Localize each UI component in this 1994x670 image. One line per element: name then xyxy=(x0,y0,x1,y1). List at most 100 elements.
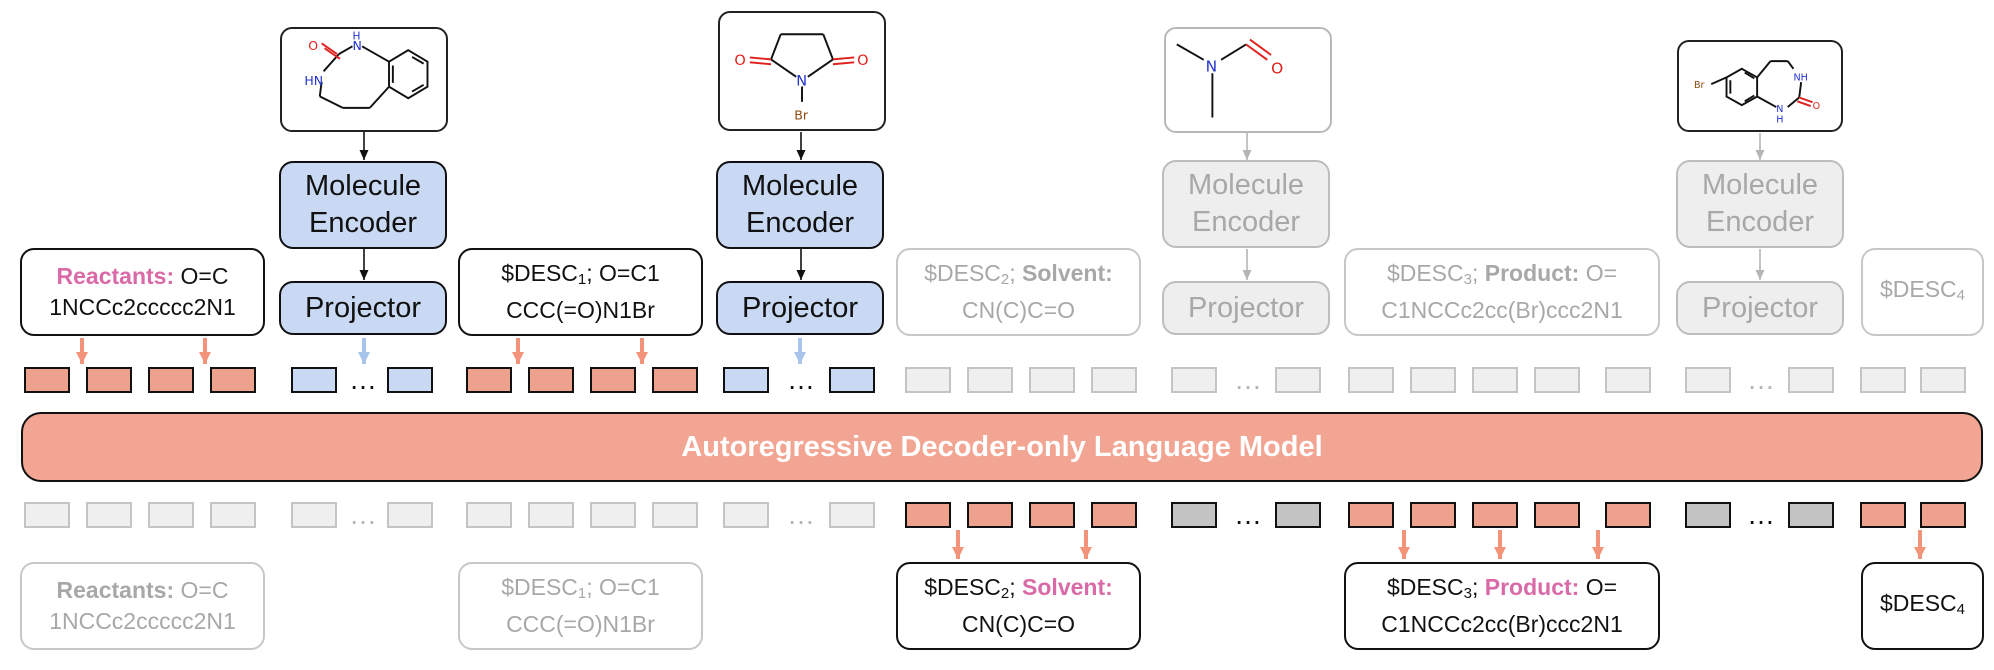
output-token xyxy=(1348,502,1394,528)
atom-label: Br xyxy=(794,107,809,122)
input-token xyxy=(1275,367,1321,393)
output-token xyxy=(1920,502,1966,528)
projector-4: Projector xyxy=(1676,281,1844,335)
input-token xyxy=(24,367,70,393)
input-token xyxy=(967,367,1013,393)
molecule-image-bromo-benzodiazepinone: Br NH N H O xyxy=(1677,40,1843,132)
atom-label: N xyxy=(796,74,807,90)
output-token xyxy=(148,502,194,528)
output-token xyxy=(1410,502,1456,528)
language-model-bar: Autoregressive Decoder-only Language Mod… xyxy=(21,412,1983,482)
input-token xyxy=(1920,367,1966,393)
input-text-desc4: $DESC4 xyxy=(1861,248,1984,336)
ellipsis: … xyxy=(1747,364,1775,395)
output-token xyxy=(1275,502,1321,528)
molecule-encoder-1: Molecule Encoder xyxy=(279,161,447,249)
output-token xyxy=(1860,502,1906,528)
output-token xyxy=(590,502,636,528)
input-token xyxy=(1534,367,1580,393)
output-token xyxy=(1171,502,1217,528)
input-token xyxy=(528,367,574,393)
output-token xyxy=(24,502,70,528)
ellipsis: … xyxy=(787,499,815,530)
output-token xyxy=(291,502,337,528)
input-token xyxy=(652,367,698,393)
output-text-desc2-solvent: $DESC2; Solvent:CN(C)C=O xyxy=(896,562,1141,650)
input-token xyxy=(210,367,256,393)
input-token xyxy=(1685,367,1731,393)
molecule-encoder-2: Molecule Encoder xyxy=(716,161,884,249)
molecule-image-n-bromosuccinimide: O O N Br xyxy=(718,11,886,131)
input-token xyxy=(905,367,951,393)
molecule-encoder-4: Molecule Encoder xyxy=(1676,160,1844,248)
ellipsis: … xyxy=(1234,364,1262,395)
projector-1: Projector xyxy=(279,281,447,335)
input-token xyxy=(148,367,194,393)
input-token xyxy=(466,367,512,393)
output-token xyxy=(1029,502,1075,528)
output-token xyxy=(829,502,875,528)
input-token xyxy=(1410,367,1456,393)
output-token xyxy=(652,502,698,528)
benzodiazepinone-structure: O N H HN xyxy=(304,31,429,109)
output-token xyxy=(905,502,951,528)
ellipsis: … xyxy=(349,499,377,530)
molecule-image-dimethylformamide: N O xyxy=(1164,27,1332,133)
ellipsis: … xyxy=(1747,499,1775,530)
output-token xyxy=(1685,502,1731,528)
input-token xyxy=(86,367,132,393)
atom-label: N xyxy=(1206,57,1218,75)
n-bromosuccinimide-structure: O O N Br xyxy=(734,33,869,122)
atom-label: NH xyxy=(1793,72,1807,83)
atom-label: O xyxy=(1271,59,1283,77)
atom-label: O xyxy=(734,53,745,69)
projector-2: Projector xyxy=(716,281,884,335)
atom-label: N xyxy=(352,38,361,53)
bromo-benzodiazepinone-structure: Br NH N H O xyxy=(1694,60,1821,125)
input-token xyxy=(387,367,433,393)
atom-label: O xyxy=(308,38,318,53)
input-token xyxy=(1860,367,1906,393)
atom-label: HN xyxy=(304,73,323,88)
input-token xyxy=(1472,367,1518,393)
input-token xyxy=(1348,367,1394,393)
input-token xyxy=(1605,367,1651,393)
atom-label: H xyxy=(352,31,360,43)
output-token xyxy=(528,502,574,528)
output-text-desc4: $DESC4 xyxy=(1861,562,1984,650)
output-token xyxy=(1091,502,1137,528)
dimethylformamide-structure: N O xyxy=(1176,38,1283,118)
output-token xyxy=(1788,502,1834,528)
input-token xyxy=(1091,367,1137,393)
atom-label: Br xyxy=(1694,80,1705,91)
input-token xyxy=(829,367,875,393)
output-token xyxy=(1605,502,1651,528)
projector-3: Projector xyxy=(1162,281,1330,335)
output-token xyxy=(967,502,1013,528)
input-token xyxy=(1171,367,1217,393)
output-token xyxy=(723,502,769,528)
atom-label: O xyxy=(1813,101,1821,112)
atom-label: O xyxy=(857,53,868,69)
output-text-desc3-product: $DESC3; Product: O=C1NCCc2cc(Br)ccc2N1 xyxy=(1344,562,1660,650)
atom-label: N xyxy=(1776,104,1783,115)
ellipsis: … xyxy=(787,364,815,395)
atom-label: H xyxy=(1776,114,1783,125)
input-token xyxy=(291,367,337,393)
molecule-image-benzodiazepinone: O N H HN xyxy=(280,27,448,132)
input-token xyxy=(1029,367,1075,393)
molecule-encoder-3: Molecule Encoder xyxy=(1162,160,1330,248)
output-token xyxy=(387,502,433,528)
output-token xyxy=(210,502,256,528)
output-token xyxy=(86,502,132,528)
ellipsis: … xyxy=(1234,499,1262,530)
output-token xyxy=(1534,502,1580,528)
input-text-desc3-product: $DESC3; Product: O=C1NCCc2cc(Br)ccc2N1 xyxy=(1344,248,1660,336)
input-text-desc2-solvent: $DESC2; Solvent:CN(C)C=O xyxy=(896,248,1141,336)
output-token xyxy=(466,502,512,528)
